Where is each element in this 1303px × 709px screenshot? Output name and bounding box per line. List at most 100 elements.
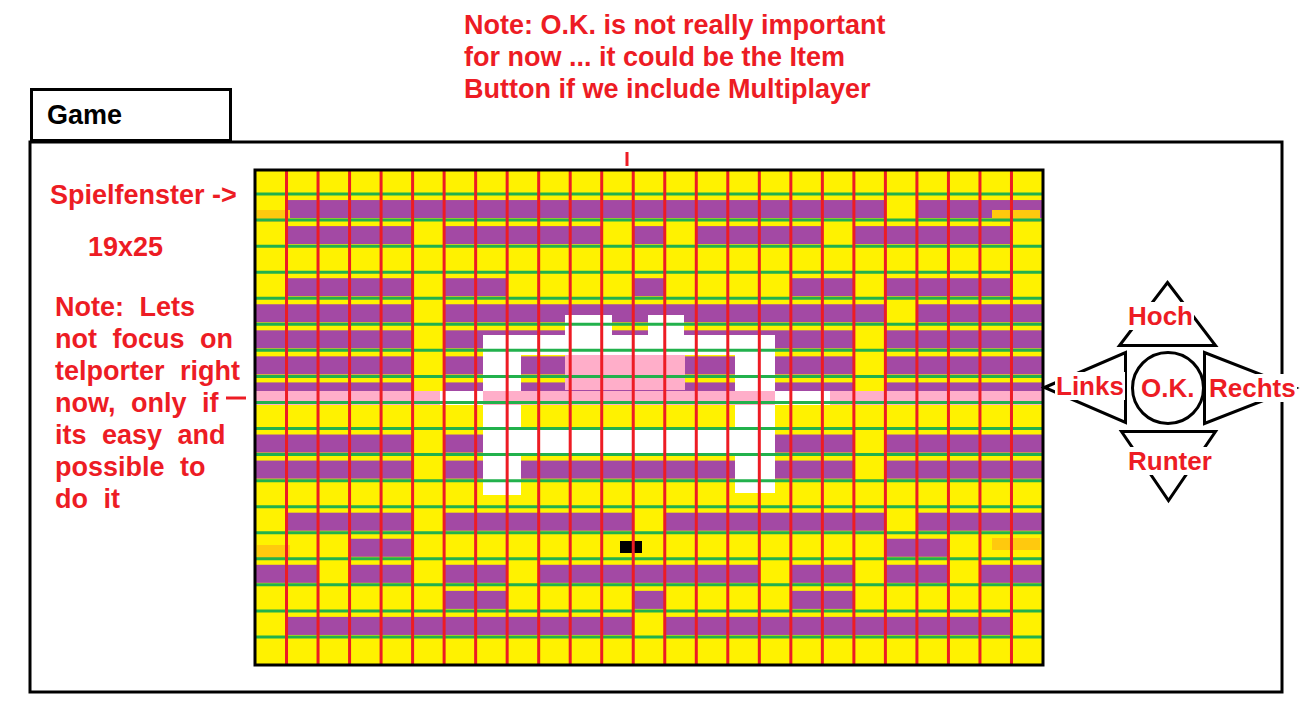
row-line <box>255 375 1043 378</box>
game-window <box>30 142 1282 692</box>
wall-cell <box>728 513 760 531</box>
wall-cell <box>948 356 980 374</box>
wall-cell <box>633 278 665 296</box>
wall-cell <box>444 617 476 635</box>
wall-cell <box>822 330 854 348</box>
wall-cell <box>791 591 823 609</box>
field-border <box>255 170 1043 665</box>
row-line <box>255 505 1043 508</box>
wall-cell <box>255 461 287 479</box>
label-holder: Note: O.K. is not really important for n… <box>464 9 909 105</box>
field-ground <box>255 170 1043 665</box>
wall-cell <box>602 565 634 583</box>
wall-cell <box>885 617 917 635</box>
wall-cell <box>287 304 319 322</box>
wall-cell <box>255 356 287 374</box>
wall-cell <box>633 200 665 218</box>
wall-cell <box>791 356 823 374</box>
wall-cell <box>917 226 949 244</box>
wall-cell <box>822 200 854 218</box>
wall-cell <box>791 278 823 296</box>
wall-cell <box>350 226 382 244</box>
wall-cell <box>633 226 665 244</box>
wall-cell <box>381 435 413 453</box>
wall-cell <box>791 435 823 453</box>
wall-cell <box>822 435 854 453</box>
wall-cell <box>822 513 854 531</box>
wall-cell <box>539 565 571 583</box>
left-button: Links <box>1043 351 1127 424</box>
wall-cell <box>633 565 665 583</box>
wall-cell <box>917 617 949 635</box>
wall-cell <box>822 356 854 374</box>
wall-cell <box>728 304 760 322</box>
button-outline <box>1120 430 1217 502</box>
row-line <box>255 297 1043 300</box>
wall-cell <box>854 513 886 531</box>
dimension-label: 19x25 <box>88 231 163 263</box>
wall-cell <box>854 304 886 322</box>
column-line <box>380 170 383 665</box>
wall-cell <box>980 304 1012 322</box>
label-holder: Spielfenster -> <box>50 179 237 211</box>
wall-cell <box>444 226 476 244</box>
right-button: Rechts <box>1203 351 1297 425</box>
wall-cell <box>665 513 697 531</box>
button-label: Runter <box>1127 447 1213 475</box>
wall-cell <box>885 226 917 244</box>
wall-cell <box>570 200 602 218</box>
row-line <box>255 557 1043 560</box>
wall-cell <box>917 200 949 218</box>
wall-cell <box>917 539 949 557</box>
wall-cell <box>287 278 319 296</box>
wall-cell <box>381 278 413 296</box>
wall-cell <box>539 617 571 635</box>
wall-cell <box>507 304 539 322</box>
wall-cell <box>917 435 949 453</box>
wall-cell <box>350 278 382 296</box>
wall-cell <box>381 226 413 244</box>
field-area <box>620 541 642 553</box>
wall-cell <box>791 330 823 348</box>
wall-cell <box>318 513 350 531</box>
wall-cell <box>255 330 287 348</box>
wall-cell <box>791 617 823 635</box>
wall-cell <box>791 304 823 322</box>
wall-cell <box>570 513 602 531</box>
arrow-triangle <box>1205 353 1296 424</box>
wall-cell <box>350 513 382 531</box>
wall-cell <box>602 617 634 635</box>
column-line <box>789 170 792 665</box>
wall-cell <box>350 461 382 479</box>
button-label: O.K. <box>1140 374 1195 402</box>
wall-cell <box>633 591 665 609</box>
wall-cell <box>476 226 508 244</box>
wall-cell <box>917 565 949 583</box>
wall-cell <box>791 461 823 479</box>
wall-cell <box>476 304 508 322</box>
wall-cell <box>287 226 319 244</box>
wall-cell <box>444 513 476 531</box>
column-line <box>506 170 509 665</box>
pointer-dash <box>226 397 246 400</box>
wall-cell <box>791 513 823 531</box>
wall-cell <box>822 304 854 322</box>
pointer-label: Spielfenster -> <box>50 179 237 211</box>
wall-cell <box>570 461 602 479</box>
wall-cell <box>350 330 382 348</box>
wall-cell <box>381 356 413 374</box>
wall-cell <box>665 200 697 218</box>
row-line <box>255 635 1043 638</box>
column-line <box>947 170 950 665</box>
wall-cell <box>696 356 728 374</box>
ok-button: O.K. <box>1131 351 1205 425</box>
tick-mark <box>626 152 629 166</box>
wall-cell <box>539 226 571 244</box>
wall-cell <box>948 617 980 635</box>
wall-cell <box>728 200 760 218</box>
wall-cell <box>318 617 350 635</box>
button-label: Hoch <box>1127 302 1194 330</box>
wall-cell <box>948 461 980 479</box>
wall-cell <box>696 617 728 635</box>
wall-cell <box>444 304 476 322</box>
